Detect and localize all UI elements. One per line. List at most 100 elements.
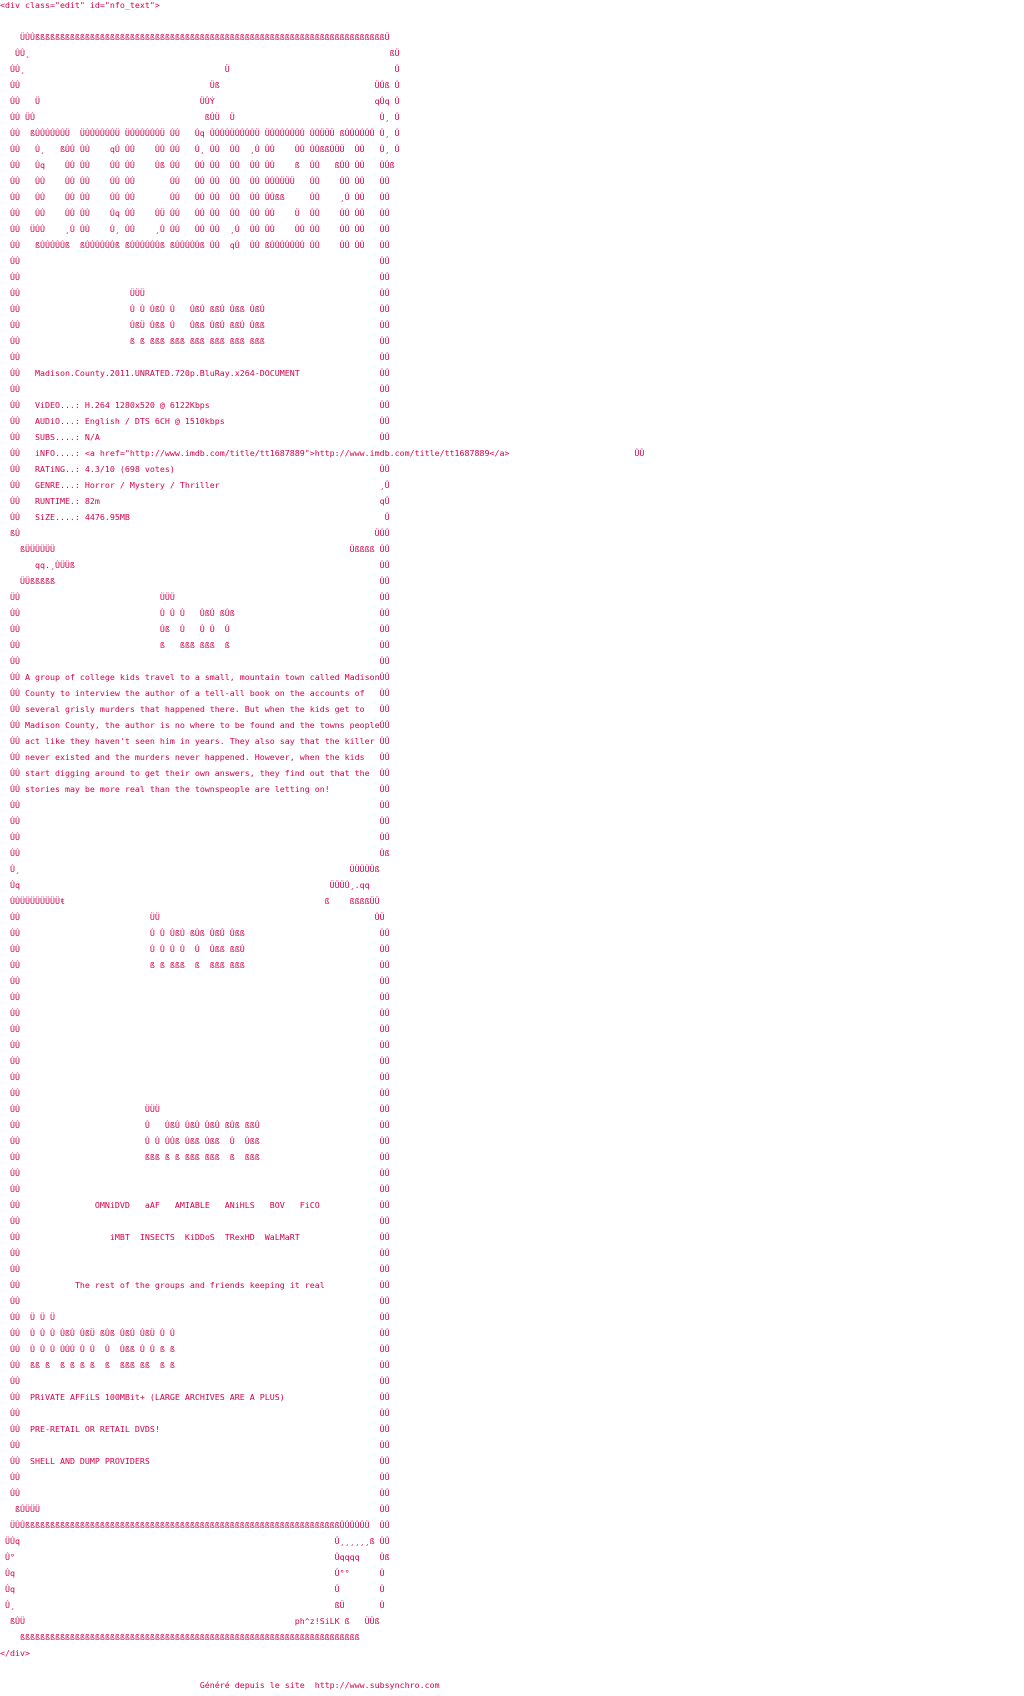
ascii-art-border-right: ÛÛ: [379, 1360, 390, 1370]
ascii-art-left: ÛÛ ÛßÜ Ûßß Û Ûßß ÛßÛ ßßÛ Ûßß: [0, 320, 265, 330]
ascii-art-left: Û¸ ÜÜÜÜÜß: [0, 864, 380, 874]
nfo-line: ÛÛ ÛÛ: [0, 1069, 644, 1085]
ascii-art-border-right: ÛÛ: [379, 368, 390, 378]
ascii-art-left: ÜÛÛßßßßßßßßßßßßßßßßßßßßßßßßßßßßßßßßßßßßß…: [0, 32, 390, 42]
ascii-art-left: ÛÛ: [0, 704, 25, 714]
nfo-line: ÛÛ ViDEO...: H.264 1280x520 @ 6122Kbps Û…: [0, 397, 644, 413]
ascii-art-border-right: ÛÛ: [379, 1536, 390, 1546]
nfo-line: ÛÛ County to interview the author of a t…: [0, 685, 644, 701]
description-line: Madison County, the author is no where t…: [24, 720, 380, 730]
description-line: A group of college kids travel to a smal…: [24, 672, 380, 682]
ascii-art-left: ÛÛ Ûq ÛÛ ÛÛ ÛÛ ÛÛ Ûß ÛÛ ÛÛ ÛÛ ÛÛ ÛÛ ÛÛ ß…: [0, 160, 395, 170]
nfo-line: [0, 1661, 644, 1677]
nfo-line: ÛÛ ÛÛ: [0, 1245, 644, 1261]
ascii-art-left: ÛÛ: [0, 272, 20, 282]
nfo-line: ÛÛ ÛÛ: [0, 1437, 644, 1453]
ascii-art-border-right: ÛÛ: [379, 1056, 390, 1066]
ascii-art-left: ÛÛ: [0, 1296, 20, 1306]
ascii-art-border-right: ÛÛ: [379, 1040, 390, 1050]
ascii-art-left: ÛÛ: [0, 1184, 20, 1194]
ascii-art-border-right: ÛÛ: [379, 1392, 390, 1402]
ascii-art-border-right: ÛÛ: [379, 1104, 390, 1114]
nfo-line: ÛÛ ÛÛ: [0, 1261, 644, 1277]
nfo-line: ÛÛ ÛßÜ Ûßß Û Ûßß ÛßÛ ßßÛ Ûßß ÛÛ: [0, 317, 644, 333]
ascii-art-left: ÛÛ ÜÜÜ: [0, 288, 145, 298]
ascii-art-border-right: ÛÛ: [379, 1136, 390, 1146]
nfo-line: ÜÛq Û¸¸¸¸¸¸ß ÛÛ: [0, 1533, 644, 1549]
nfo-line: ÛÛ ß ßßß ßßß ß ÛÛ: [0, 637, 644, 653]
ascii-art-left: ÛÛ ÛÛ ÛÛ ÛÛ ÛÛ ÛÛ ÛÛ ÛÛ ÛÛ ÛÛ ÛÛ ÛÛÛÜÜÜ …: [0, 176, 390, 186]
ascii-art-left: ÛÛ: [0, 256, 20, 266]
nfo-line: ÛÛ ÛÛ: [0, 381, 644, 397]
genre-info: GENRE...: Horror / Mystery / Thriller: [34, 480, 220, 490]
ascii-art-border-right: ÛÛ: [379, 400, 390, 410]
nfo-line: ÜÜßßßßß ÛÛ: [0, 573, 644, 589]
ascii-art-left: ÛÛ: [0, 1440, 20, 1450]
ascii-art-border-right: ÛÛ: [379, 1328, 390, 1338]
ascii-art-left: ÛÛ ß ß ßßß ß ßßß ßßß: [0, 960, 245, 970]
ascii-art-border-right: ÛÛ: [379, 1408, 390, 1418]
ascii-art-left: ÛÛ: [0, 448, 35, 458]
ascii-art-left: Ûq ÜÜÜÛ¸.qq: [0, 880, 370, 890]
ascii-art-left: ÛÛ ßÛÛÛÛÛß ßÛÛÛÛÛÛß ßÛÛÛÛÛÛß ßÛÛÛÛÛß ÛÛ …: [0, 240, 390, 250]
ascii-art-left: ÛÛ: [0, 1008, 20, 1018]
ascii-art-border-right: ÛÛ: [379, 672, 390, 682]
ascii-art-left: ßÛÜ: [0, 1616, 295, 1626]
ascii-art-left: ÛÛ: [0, 1392, 30, 1402]
ascii-art-border-right: ÛÛ: [379, 784, 390, 794]
ascii-art-left: ÛÛ: [0, 464, 35, 474]
nfo-line: ÛÛ stories may be more real than the tow…: [0, 781, 644, 797]
ascii-art-left: ÛÛ: [0, 672, 25, 682]
ascii-art-border-right: ÛÛ: [379, 1120, 390, 1130]
nfo-line: ÛÛ ßß ß ß ß ß ß ß ßßß ßß ß ß ÛÛ: [0, 1357, 644, 1373]
ascii-art-left: ÛÛ: [0, 736, 25, 746]
ascii-art-border-right: Û: [379, 512, 390, 522]
ascii-art-left: ÛÛ: [0, 1040, 20, 1050]
nfo-line: ÛÛ several grisly murders that happened …: [0, 701, 644, 717]
ascii-art-left: ßÛ ÜÛÛ: [0, 528, 390, 538]
ascii-art-border-right: ÛÛ: [379, 592, 390, 602]
description-line: County to interview the author of a tell…: [24, 688, 365, 698]
nfo-line: ÛÛ ÛÛ ÛÛ ÛÛ Ûq ÛÛ ÛÜ ÛÛ ÛÛ ÛÛ ÛÛ ÛÛ ÛÛ Ü…: [0, 205, 644, 221]
ascii-art-left: ÛÛ: [0, 800, 20, 810]
nfo-line: ÛÛ The rest of the groups and friends ke…: [0, 1277, 644, 1293]
ascii-art-border-right: ÛÛ: [379, 352, 390, 362]
ascii-art-border-right: ÛÛ: [379, 576, 390, 586]
ascii-art-border-right: Û: [379, 1600, 385, 1610]
nfo-line: ÛÛ ßÛÛÛÛÛß ßÛÛÛÛÛÛß ßÛÛÛÛÛÛß ßÛÛÛÛÛß ÛÛ …: [0, 237, 644, 253]
ascii-art-left: ÛÛ ß ß ßßß ßßß ßßß ßßß ßßß ßßß: [0, 336, 265, 346]
nfo-line: ßÛÜ ph^z!SiLK ß ÜÜß: [0, 1613, 644, 1629]
ascii-art-border-right: ÛÛ: [379, 560, 390, 570]
ascii-art-left: ÛÛ: [0, 416, 35, 426]
ascii-art-left: ÛÛ: [0, 352, 20, 362]
ascii-art-border-right: ßÜ: [379, 48, 400, 58]
nfo-line: ßÛ ÜÛÛ: [0, 525, 644, 541]
ascii-art-left: ÛÛ: [0, 368, 35, 378]
description-line: several grisly murders that happened the…: [24, 704, 365, 714]
size-info: SiZE....: 4476.95MB: [34, 512, 130, 522]
nfo-line: Ûq ÜÜÜÛ¸.qq: [0, 877, 644, 893]
ascii-art-left: ÛÛ: [0, 1024, 20, 1034]
nfo-line: ÛÛ ÛÛ: [0, 797, 644, 813]
ascii-art-border-right: ÛÛ: [379, 1088, 390, 1098]
ascii-art-left: Ûq Û°°: [0, 1568, 350, 1578]
nfo-line: ÛÛ ÛÛ: [0, 829, 644, 845]
ascii-art-left: ÛÛ: [0, 1232, 110, 1242]
ascii-art-border-right: ÛÛ: [379, 768, 390, 778]
ascii-art-left: ÛÛ Ü ÜÛÝ qÛq Û: [0, 96, 400, 106]
ascii-art-left: ÛÛ: [0, 688, 25, 698]
nfo-line: ßÛÜÜÜ ÛÛ: [0, 1501, 644, 1517]
ascii-art-left: ÛÛ ÜÛ ßÛÜ Ü Û¸ Û: [0, 112, 400, 122]
nfo-line: ÛÛ ÛÛ ÛÛ ÛÛ ÛÛ ÛÛ ÛÛ ÛÛ ÛÛ ÛÛ ÛÛ ÛÛÛÜÜÜ …: [0, 173, 644, 189]
ascii-art-border-right: ÛÛ: [379, 640, 390, 650]
ascii-art-left: ÛÛ: [0, 1264, 20, 1274]
ascii-art-left: ßÛÜÜÜ: [0, 1504, 40, 1514]
nfo-line: ÛÛ ÛÛ: [0, 1213, 644, 1229]
ascii-art-border-right: ÛÛ: [379, 624, 390, 634]
nfo-line: ÛÛ ÛÛ: [0, 973, 644, 989]
ascii-art-border-right: Û: [379, 1568, 385, 1578]
ascii-art-border-right: ÛÛ: [379, 1184, 390, 1194]
nfo-line: ÛÛ RUNTIME.: 82m qÛ: [0, 493, 644, 509]
ascii-art-border-right: Û: [379, 1584, 385, 1594]
nfo-line: [0, 13, 644, 29]
